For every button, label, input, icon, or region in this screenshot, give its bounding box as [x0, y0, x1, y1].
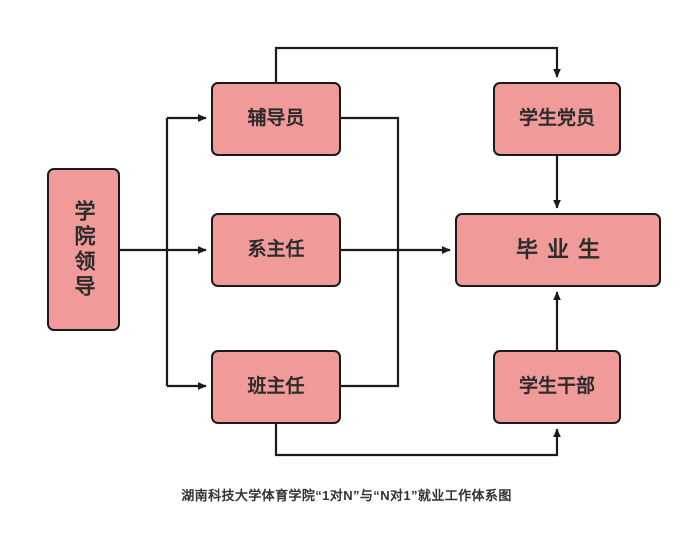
edge-class-merge	[341, 250, 400, 388]
edge-counselor-party	[274, 46, 561, 82]
node-class-advisor[interactable]: 班主任	[211, 350, 341, 424]
edge-class-cadre	[274, 424, 561, 457]
node-student-cadre-label: 学生干部	[518, 375, 595, 397]
node-counselor-label: 辅导员	[247, 107, 305, 129]
node-department-head-label: 系主任	[247, 238, 305, 260]
node-college-leadership-label: 学院领导	[72, 199, 95, 300]
node-graduate[interactable]: 毕业生	[455, 213, 661, 287]
node-graduate-label: 毕业生	[515, 237, 609, 263]
node-student-party-member[interactable]: 学生党员	[493, 82, 621, 156]
node-student-party-member-label: 学生党员	[518, 107, 595, 129]
diagram-caption: 湖南科技大学体育学院“1对N”与“N对1”就业工作体系图	[181, 488, 512, 503]
node-college-leadership[interactable]: 学院领导	[47, 168, 120, 331]
node-counselor[interactable]: 辅导员	[211, 82, 341, 156]
node-student-cadre[interactable]: 学生干部	[493, 350, 621, 424]
node-department-head[interactable]: 系主任	[211, 213, 341, 287]
edge-counselor-merge	[341, 116, 400, 250]
node-class-advisor-label: 班主任	[247, 375, 305, 397]
